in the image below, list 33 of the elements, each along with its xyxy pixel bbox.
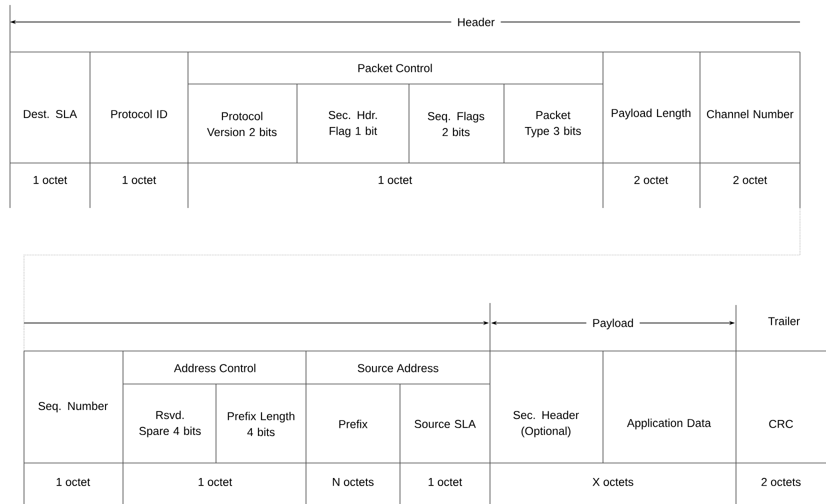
size-label: 1 octet: [198, 478, 232, 486]
field-name: Seq. Flags 2 bits: [428, 112, 484, 136]
field-name: Seq. Number: [38, 402, 108, 412]
field-name: Prefix Length 4 bits: [228, 412, 294, 436]
size-label: X octets: [592, 478, 634, 486]
size-label: 1 octet: [428, 478, 462, 486]
field-name: Dest. SLA: [24, 110, 78, 118]
field-name: Protocol ID: [111, 110, 168, 118]
size-label: 2 octet: [733, 176, 768, 184]
field-name: CRC: [769, 420, 793, 428]
field-name: Address Control: [174, 364, 256, 372]
size-label: 1 octet: [122, 176, 156, 184]
field-name: Sec. Header (Optional): [513, 410, 579, 438]
section-label: Trailer: [768, 316, 800, 326]
size-label: 2 octet: [634, 176, 668, 184]
section-label: Header: [451, 16, 501, 28]
field-name: Packet Control: [358, 64, 432, 72]
size-label: 2 octets: [762, 478, 801, 486]
size-label: 1 octet: [378, 176, 412, 184]
field-name: Channel Number: [706, 110, 794, 118]
section-label: Payload: [586, 316, 640, 332]
field-name: Sec. Hdr. Flag 1 bit: [328, 110, 378, 138]
size-label: N octets: [332, 478, 374, 486]
field-name: Protocol Version 2 bits: [207, 112, 277, 136]
field-name: Application Data: [626, 418, 712, 430]
field-name: Source Address: [358, 364, 438, 372]
field-name: Rsvd. Spare 4 bits: [139, 410, 201, 438]
field-name: Packet Type 3 bits: [524, 110, 581, 138]
size-label: 1 octet: [34, 176, 68, 184]
size-label: 1 octet: [56, 478, 90, 486]
field-name: Prefix: [339, 420, 368, 428]
field-name: Source SLA: [414, 420, 476, 428]
field-name: Payload Length: [612, 108, 690, 120]
